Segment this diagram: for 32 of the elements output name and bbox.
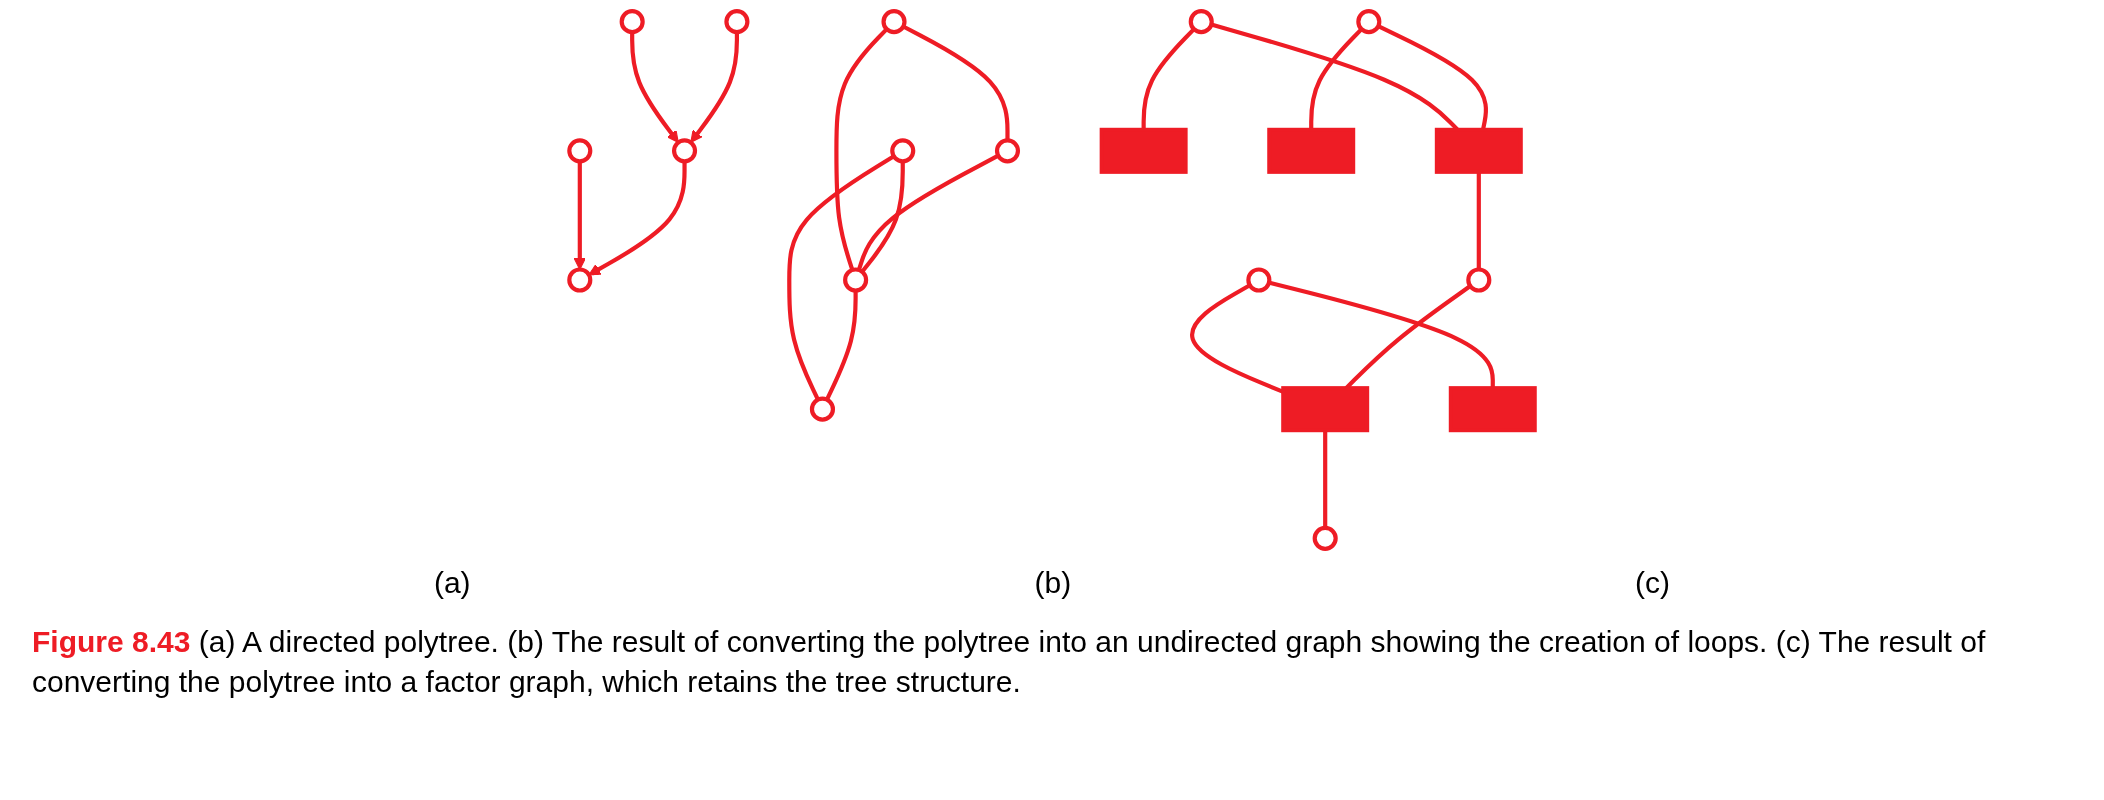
node-circle <box>881 9 907 35</box>
node-box <box>1281 386 1370 433</box>
node-circle <box>619 9 645 35</box>
node-circle <box>1246 267 1272 293</box>
node-circle <box>724 9 750 35</box>
node-circle <box>1312 525 1338 551</box>
panel-label: (a) <box>433 566 471 600</box>
node-box <box>1099 127 1188 174</box>
node-circle <box>1466 267 1492 293</box>
node-box <box>1267 127 1356 174</box>
panel-label: (c) <box>1635 566 1671 600</box>
node-circle <box>671 138 698 164</box>
arrow <box>690 32 739 143</box>
connector <box>1309 27 1364 130</box>
connector <box>1323 430 1328 528</box>
connector <box>787 154 895 401</box>
connector <box>856 153 1000 271</box>
node-circle <box>1356 9 1382 35</box>
connector <box>1141 27 1196 130</box>
node-circle <box>890 138 916 164</box>
figure-caption: Figure 8.43 (a) A directed polytree. (b) The result of converting the polytree into an undirected graph showing the creation of loops. (c) The result of converting the polytree into a factor graph, which retains the tree structure. <box>32 624 1987 700</box>
node-circle <box>567 138 593 164</box>
panel-label: (b) <box>1034 566 1072 600</box>
node-circle <box>567 267 593 293</box>
node-box <box>1434 127 1523 174</box>
node-circle <box>843 267 869 293</box>
node-circle <box>994 138 1021 164</box>
node-circle <box>1188 9 1214 35</box>
node-box <box>1448 386 1537 433</box>
arrow <box>630 32 679 143</box>
connector <box>834 27 889 271</box>
node-circle <box>809 396 835 422</box>
